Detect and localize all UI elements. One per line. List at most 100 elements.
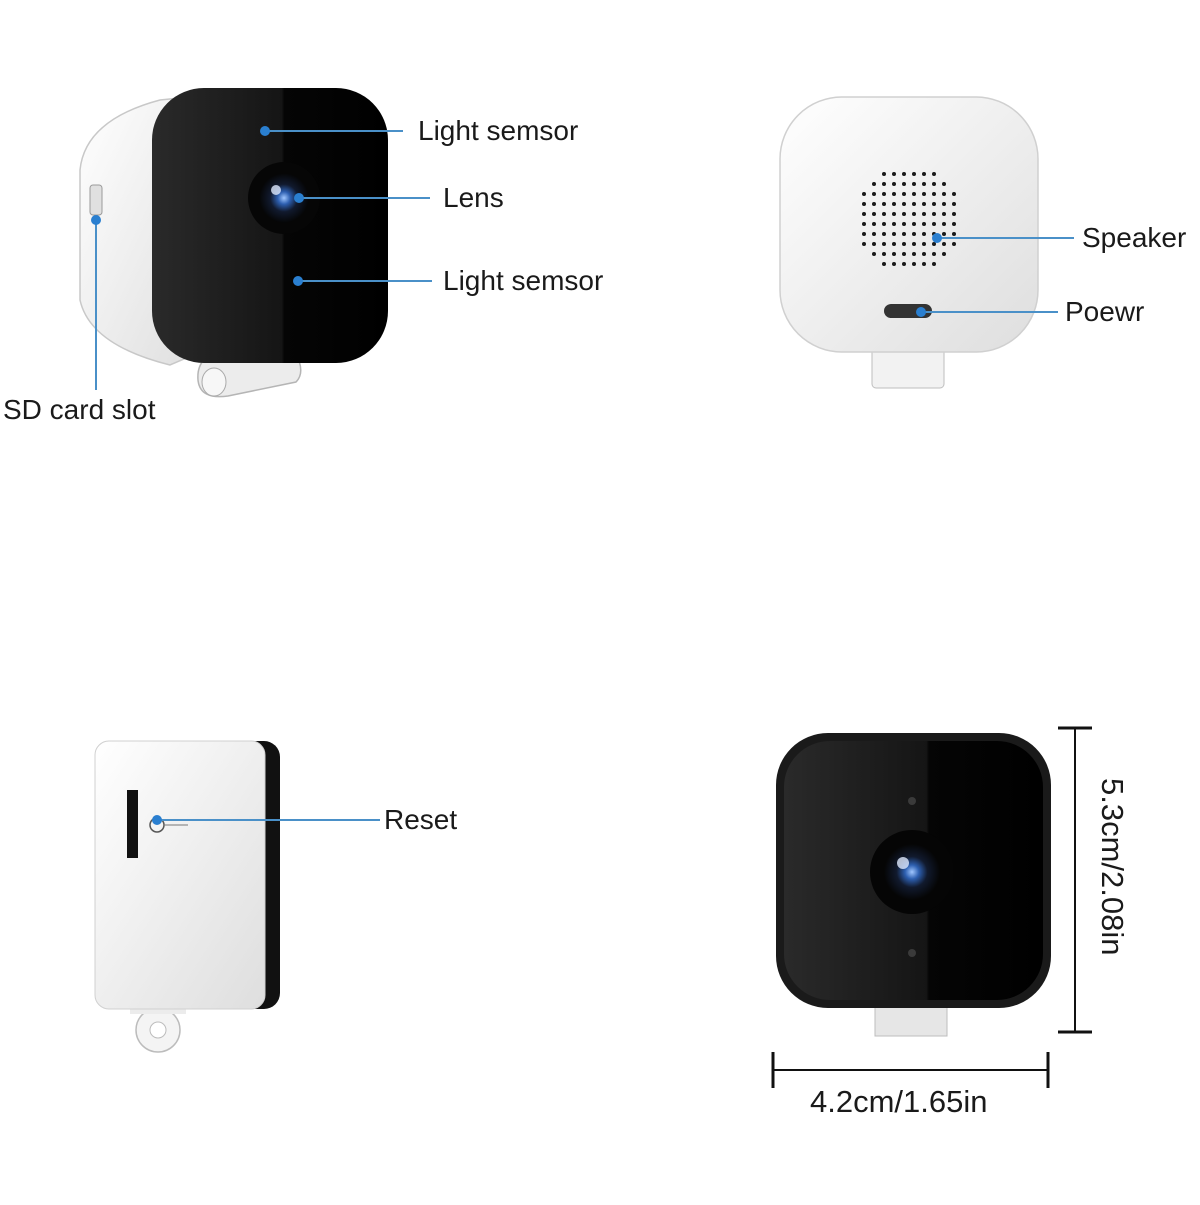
- speaker-hole: [922, 172, 926, 176]
- speaker-grille: [862, 172, 956, 266]
- speaker-hole: [902, 182, 906, 186]
- speaker-hole: [912, 212, 916, 216]
- speaker-hole: [872, 252, 876, 256]
- front-callouts: [91, 126, 432, 390]
- speaker-hole: [862, 232, 866, 236]
- speaker-hole: [932, 182, 936, 186]
- speaker-hole: [862, 212, 866, 216]
- speaker-hole: [892, 172, 896, 176]
- dim-light-sensor-bottom: [908, 949, 916, 957]
- speaker-hole: [942, 222, 946, 226]
- speaker-hole: [952, 242, 956, 246]
- side-sd-slot: [127, 790, 138, 858]
- label-reset: Reset: [384, 804, 458, 835]
- speaker-hole: [912, 222, 916, 226]
- speaker-hole: [942, 252, 946, 256]
- speaker-hole: [902, 232, 906, 236]
- speaker-hole: [922, 232, 926, 236]
- callout-dot-light-sensor-top: [260, 126, 270, 136]
- speaker-hole: [932, 262, 936, 266]
- speaker-hole: [862, 242, 866, 246]
- speaker-hole: [882, 262, 886, 266]
- speaker-hole: [902, 222, 906, 226]
- speaker-hole: [872, 232, 876, 236]
- speaker-hole: [892, 252, 896, 256]
- speaker-hole: [932, 252, 936, 256]
- speaker-hole: [902, 192, 906, 196]
- speaker-hole: [882, 252, 886, 256]
- front-lens: [259, 173, 309, 223]
- speaker-hole: [882, 182, 886, 186]
- dim-lens-glare: [897, 857, 909, 869]
- speaker-hole: [892, 212, 896, 216]
- dim-light-sensor-top: [908, 797, 916, 805]
- speaker-hole: [922, 252, 926, 256]
- side-callouts: [152, 815, 380, 825]
- speaker-hole: [942, 212, 946, 216]
- speaker-hole: [892, 182, 896, 186]
- back-callouts: [916, 233, 1074, 317]
- speaker-hole: [912, 262, 916, 266]
- label-power: Poewr: [1065, 296, 1145, 327]
- label-height-dimension: 5.3cm/2.08in: [1095, 778, 1130, 956]
- speaker-hole: [862, 222, 866, 226]
- label-lens: Lens: [443, 182, 504, 213]
- side-camera-body: [94, 740, 266, 1010]
- speaker-hole: [922, 182, 926, 186]
- speaker-hole: [882, 232, 886, 236]
- speaker-hole: [862, 192, 866, 196]
- front-lens-glare: [271, 185, 281, 195]
- callout-dot-light-sensor-bottom: [293, 276, 303, 286]
- speaker-hole: [942, 192, 946, 196]
- speaker-hole: [932, 172, 936, 176]
- speaker-hole: [892, 202, 896, 206]
- speaker-hole: [872, 222, 876, 226]
- speaker-hole: [872, 192, 876, 196]
- speaker-hole: [952, 222, 956, 226]
- front-mount-knob: [201, 367, 227, 397]
- callout-dot-sd-card-slot: [91, 215, 101, 225]
- side-mount-hole: [149, 1021, 167, 1039]
- speaker-hole: [872, 182, 876, 186]
- speaker-hole: [862, 202, 866, 206]
- speaker-hole: [942, 182, 946, 186]
- label-sd-card-slot: SD card slot: [3, 394, 156, 425]
- speaker-hole: [942, 242, 946, 246]
- speaker-hole: [932, 212, 936, 216]
- speaker-hole: [892, 192, 896, 196]
- speaker-hole: [882, 172, 886, 176]
- speaker-hole: [922, 192, 926, 196]
- speaker-hole: [902, 242, 906, 246]
- front-view-camera: [79, 88, 388, 398]
- speaker-hole: [902, 262, 906, 266]
- speaker-hole: [882, 212, 886, 216]
- speaker-hole: [942, 202, 946, 206]
- dimension-lines: [771, 726, 1092, 1088]
- speaker-hole: [912, 192, 916, 196]
- dimension-view-camera: [776, 733, 1051, 1037]
- callout-dot-power: [916, 307, 926, 317]
- sd-card-slot-opening: [89, 184, 103, 216]
- label-light-sensor-top: Light semsor: [418, 115, 579, 146]
- speaker-hole: [922, 262, 926, 266]
- speaker-hole: [882, 222, 886, 226]
- speaker-hole: [932, 242, 936, 246]
- speaker-hole: [922, 202, 926, 206]
- label-speaker: Speaker: [1082, 222, 1187, 253]
- speaker-hole: [892, 262, 896, 266]
- speaker-hole: [912, 202, 916, 206]
- speaker-hole: [882, 192, 886, 196]
- speaker-hole: [952, 212, 956, 216]
- speaker-hole: [892, 242, 896, 246]
- speaker-hole: [872, 212, 876, 216]
- speaker-hole: [902, 172, 906, 176]
- speaker-hole: [932, 202, 936, 206]
- speaker-hole: [952, 232, 956, 236]
- speaker-hole: [902, 252, 906, 256]
- speaker-hole: [912, 172, 916, 176]
- speaker-hole: [932, 192, 936, 196]
- speaker-hole: [912, 182, 916, 186]
- speaker-hole: [902, 212, 906, 216]
- label-width-dimension: 4.2cm/1.65in: [810, 1084, 988, 1119]
